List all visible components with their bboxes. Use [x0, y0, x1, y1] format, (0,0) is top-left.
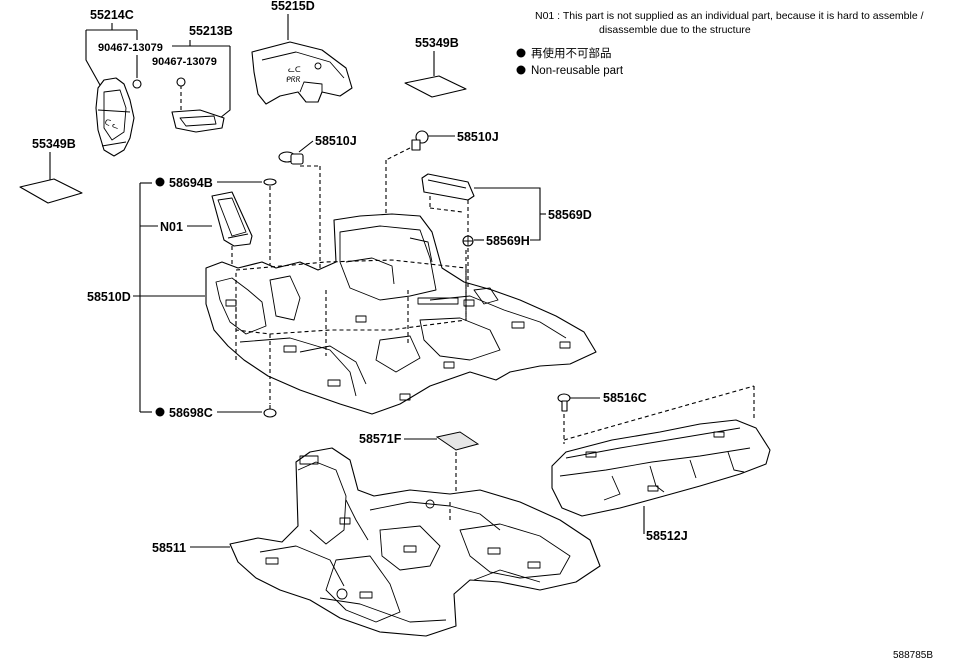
label-58571F: 58571F	[359, 432, 402, 446]
clip-90467-13079-a	[132, 79, 142, 89]
svg-text:ᓚᑕ: ᓚᑕ	[288, 65, 301, 74]
label-58510D: 58510D	[87, 290, 131, 304]
clip-90467-13079-b	[176, 77, 186, 87]
part-58510D-floor-carpet	[205, 213, 597, 415]
non-reusable-bullet-jp	[516, 48, 526, 58]
label-55213B: 55213B	[189, 24, 233, 38]
part-55349B-sheet-left	[19, 178, 83, 204]
label-55349B-right: 55349B	[415, 36, 459, 50]
fastener-58694B	[263, 178, 277, 186]
clip-58510J-b	[411, 130, 429, 151]
part-55213B-bracket	[171, 109, 225, 133]
part-58569D-scuff-plate	[421, 173, 475, 201]
part-58512J-rear-carpet	[551, 419, 771, 517]
clip-58510J-a	[278, 151, 304, 165]
label-55214C: 55214C	[90, 8, 134, 22]
label-58516C: 58516C	[603, 391, 647, 405]
diagram-reference-code: 588785B	[893, 650, 933, 661]
non-reusable-dot-58694B	[155, 177, 165, 187]
svg-text:ᑭᖇᖇ: ᑭᖇᖇ	[286, 75, 301, 84]
label-58694B: 58694B	[169, 176, 213, 190]
note-line-1: N01 : This part is not supplied as an in…	[535, 10, 924, 22]
label-58569H: 58569H	[486, 234, 530, 248]
legend-non-reusable-jp: 再使用不可部品	[531, 46, 612, 60]
non-reusable-bullet-en	[516, 65, 526, 75]
part-55349B-sheet-right	[404, 75, 467, 98]
part-55215D-cover: ᓚᑕ ᑭᖇᖇ	[251, 41, 353, 105]
label-90467-13079-b: 90467-13079	[152, 56, 217, 68]
clip-58516C	[557, 393, 571, 412]
part-N01-heel-pad	[211, 191, 253, 247]
clip-58569H	[462, 235, 474, 247]
non-reusable-dot-58698C	[155, 407, 165, 417]
label-58512J: 58512J	[646, 529, 688, 543]
label-55215D: 55215D	[271, 0, 315, 13]
label-N01: N01	[160, 220, 183, 234]
label-90467-13079-a: 90467-13079	[98, 42, 163, 54]
label-58569D: 58569D	[548, 208, 592, 222]
label-55349B-left: 55349B	[32, 137, 76, 151]
part-58511-carpet-assembly	[229, 447, 601, 637]
bracket-58569D	[474, 187, 541, 241]
label-58511: 58511	[152, 541, 186, 555]
fastener-58698C	[263, 405, 277, 418]
note-line-2: disassemble due to the structure	[599, 24, 751, 36]
label-58698C: 58698C	[169, 406, 213, 420]
label-58510J-b: 58510J	[457, 130, 499, 144]
part-55214C-bracket: ᑕ ᓚ	[95, 77, 135, 157]
label-58510J-a: 58510J	[315, 134, 357, 148]
legend-non-reusable-en: Non-reusable part	[531, 65, 624, 77]
part-58571F-pad	[435, 431, 480, 451]
